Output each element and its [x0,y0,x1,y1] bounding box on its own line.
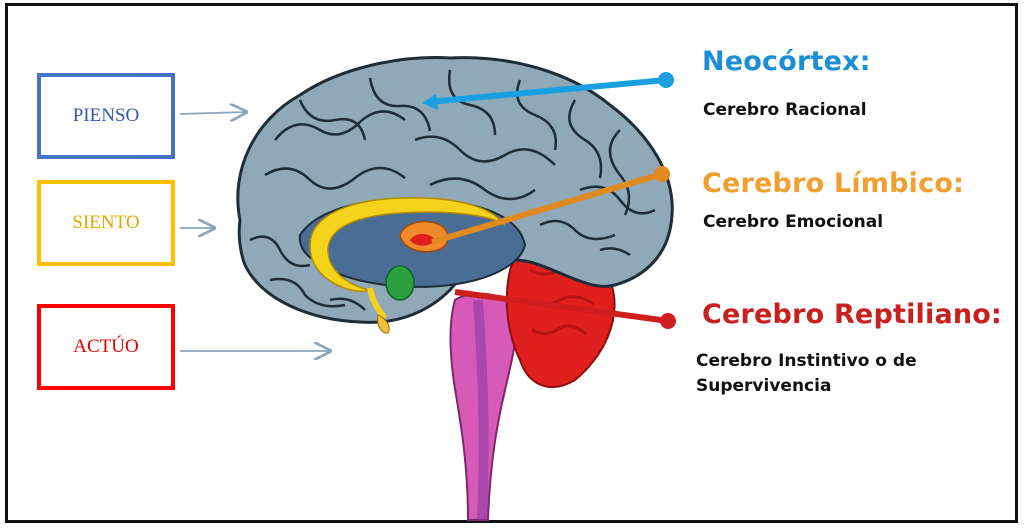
amygdala [386,266,414,300]
reptilian-dot [660,313,676,329]
neocortex-title: Neocórtex: [702,46,871,77]
reptilian-title: Cerebro Reptiliano: [702,299,1002,330]
limbic-dot [654,166,670,182]
limbic-subtitle: Cerebro Emocional [703,210,883,235]
think-arrow [180,112,246,114]
spinal-tract [478,300,484,520]
limbic-title: Cerebro Límbico: [702,168,964,199]
neocortex-subtitle: Cerebro Racional [703,98,867,123]
reptilian-subtitle: Cerebro Instintivo o de Supervivencia [696,349,996,399]
neocortex-dot [658,72,674,88]
